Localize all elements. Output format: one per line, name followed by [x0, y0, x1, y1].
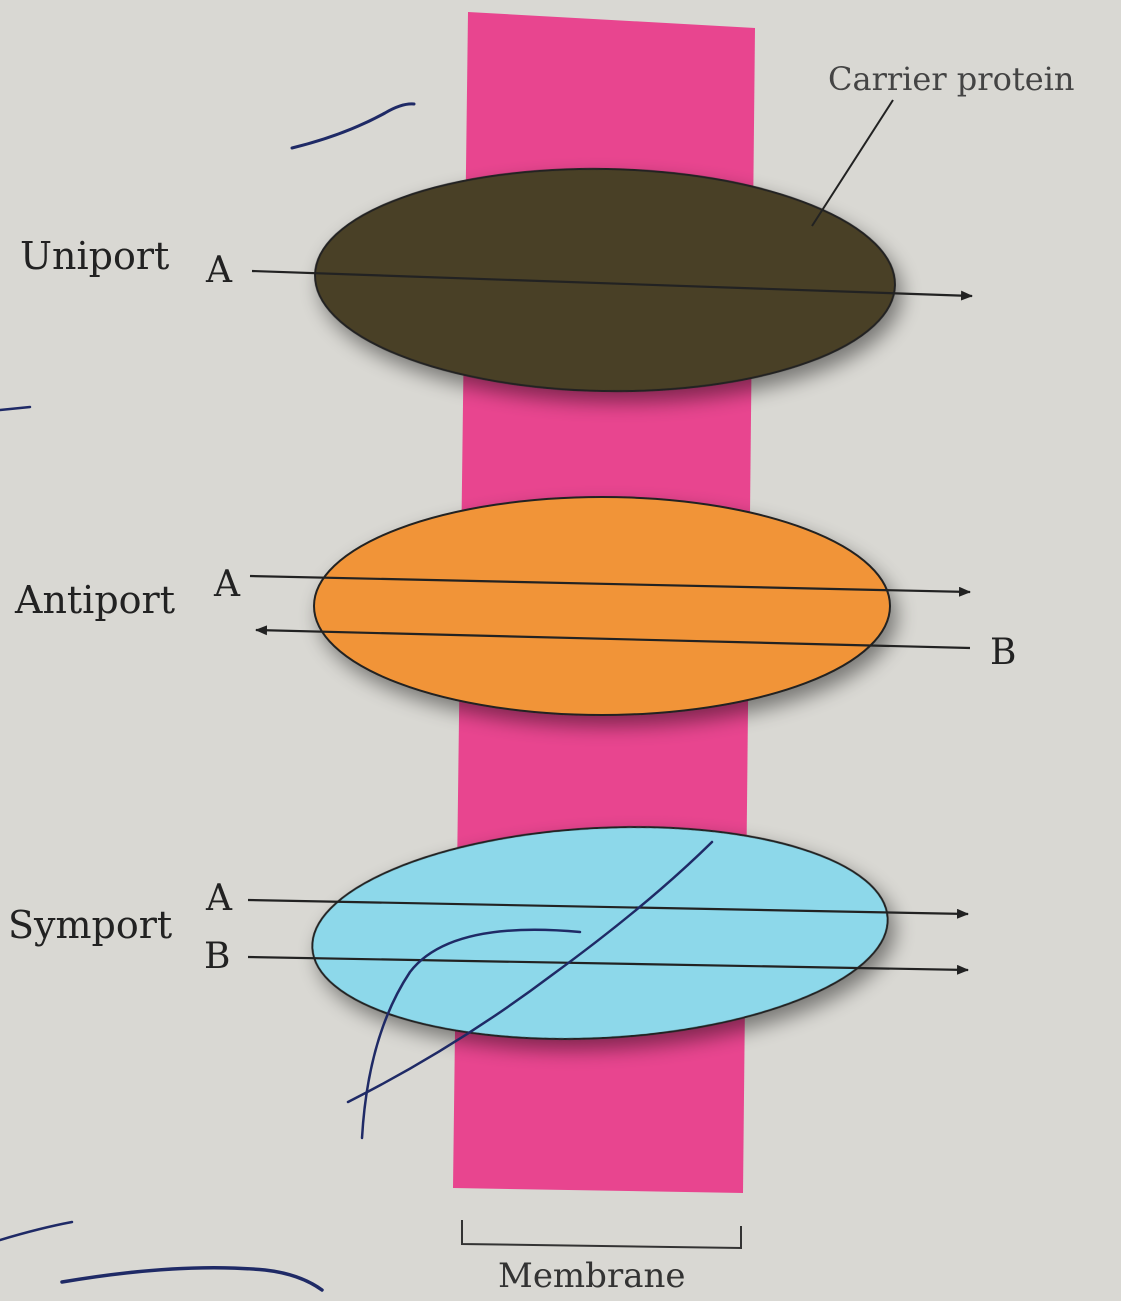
symport-in-label-a: A [206, 878, 232, 919]
uniport-in-label: A [206, 250, 232, 291]
pen-scribble [0, 407, 30, 410]
antiport-in-label: A [214, 564, 240, 605]
carrier-protein-label: Carrier protein [828, 60, 1074, 98]
membrane-bracket [462, 1220, 741, 1248]
pen-scribble [62, 1268, 322, 1290]
symport-label: Symport [8, 903, 172, 947]
antiport-carrier-protein [314, 497, 890, 715]
antiport-out-label: B [990, 632, 1016, 673]
membrane-label: Membrane [498, 1256, 685, 1296]
pen-scribble [0, 1222, 72, 1240]
symport-carrier-protein [307, 813, 893, 1053]
carrier-protein-leader [812, 100, 893, 226]
uniport-label: Uniport [20, 234, 169, 278]
antiport-label: Antiport [15, 578, 175, 622]
uniport-carrier-protein [313, 164, 897, 396]
symport-in-label-b: B [204, 936, 230, 977]
pen-scribble [292, 104, 414, 148]
